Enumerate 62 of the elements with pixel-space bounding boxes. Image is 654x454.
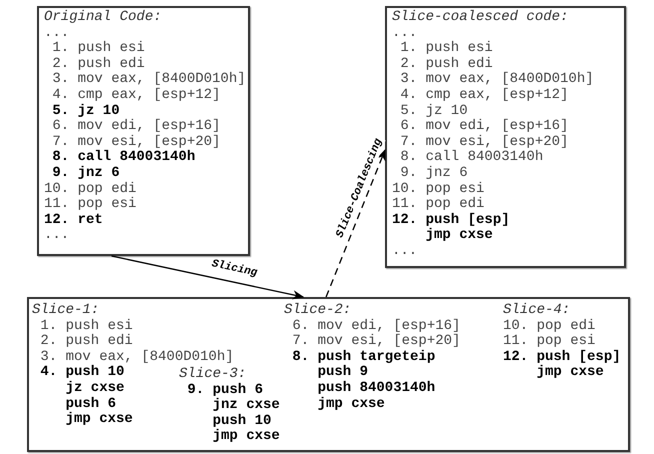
- code-line: 10. pop edi: [503, 318, 596, 334]
- code-line: 2. push edi: [52, 56, 145, 72]
- code-line: 3. mov eax, [8400D010h]: [52, 72, 246, 88]
- code-line: 9. push 6: [187, 382, 264, 398]
- code-line: push 84003140h: [318, 380, 436, 396]
- code-line: 7. mov esi, [esp+20]: [52, 134, 220, 150]
- code-line: jnz cxse: [212, 398, 280, 414]
- code-line: 8. call 84003140h: [400, 150, 544, 166]
- code-panel: [37, 6, 250, 256]
- code-heading: Slice-4:: [503, 303, 570, 319]
- code-line: jmp cxse: [212, 429, 280, 445]
- code-panel: [27, 297, 630, 452]
- code-line: 8. push targeteip: [292, 350, 436, 365]
- code-line: jmp cxse: [66, 412, 133, 428]
- code-line: 1. push esi: [52, 41, 145, 56]
- code-line: ...: [392, 244, 418, 260]
- code-line: 3. mov eax, [8400D010h]: [40, 350, 234, 365]
- code-line: ...: [44, 228, 70, 244]
- code-line: 2. push edi: [40, 334, 133, 350]
- code-line: 4. cmp eax, [esp+12]: [52, 88, 220, 104]
- code-line: jmp cxse: [426, 228, 493, 244]
- code-heading: Slice-3:: [179, 367, 246, 382]
- code-line: 5. jz 10: [400, 104, 468, 119]
- code-line: 1. push esi: [40, 318, 133, 334]
- code-line: ...: [392, 26, 418, 42]
- code-line: 4. push 10: [40, 365, 124, 380]
- code-line: 10. pop esi: [392, 182, 484, 197]
- code-heading: Slice-2:: [284, 303, 352, 319]
- code-line: 10. pop edi: [44, 182, 136, 197]
- code-line: 6. mov edi, [esp+16]: [292, 318, 460, 334]
- code-line: 3. mov eax, [8400D010h]: [400, 72, 594, 88]
- arrow: [325, 149, 386, 298]
- code-heading: Slice-1:: [32, 303, 100, 318]
- code-panel: [385, 6, 626, 268]
- code-line: 12. ret: [44, 212, 103, 228]
- code-line: 5. jz 10: [52, 104, 120, 119]
- code-line: 11. pop edi: [392, 197, 484, 212]
- code-line: jmp cxse: [318, 396, 385, 412]
- code-line: 6. mov edi, [esp+16]: [400, 119, 568, 134]
- code-line: 12. push [esp]: [392, 212, 510, 228]
- code-line: jz cxse: [66, 380, 124, 396]
- code-line: 11. pop esi: [44, 197, 136, 213]
- code-line: 1. push esi: [400, 41, 493, 56]
- code-line: 9. jnz 6: [52, 166, 120, 182]
- code-line: 7. mov esi, [esp+20]: [292, 334, 460, 350]
- code-line: jmp cxse: [536, 365, 604, 381]
- code-line: 8. call 84003140h: [52, 150, 196, 166]
- code-line: 11. pop esi: [503, 334, 596, 350]
- arrow: [111, 255, 304, 300]
- code-line: push 6: [66, 396, 116, 412]
- code-line: push 9: [318, 365, 368, 380]
- code-line: ...: [44, 26, 70, 42]
- code-line: 7. mov esi, [esp+20]: [400, 134, 568, 150]
- code-heading: Original Code:: [44, 10, 162, 26]
- code-line: 6. mov edi, [esp+16]: [52, 119, 220, 134]
- code-line: 12. push [esp]: [503, 350, 621, 365]
- code-line: 4. cmp eax, [esp+12]: [400, 88, 568, 104]
- code-heading: Slice-coalesced code:: [392, 10, 568, 26]
- code-line: push 10: [212, 414, 272, 429]
- edge-label: Slicing: [210, 258, 260, 280]
- code-line: 9. jnz 6: [400, 166, 468, 182]
- code-line: 2. push edi: [400, 56, 493, 72]
